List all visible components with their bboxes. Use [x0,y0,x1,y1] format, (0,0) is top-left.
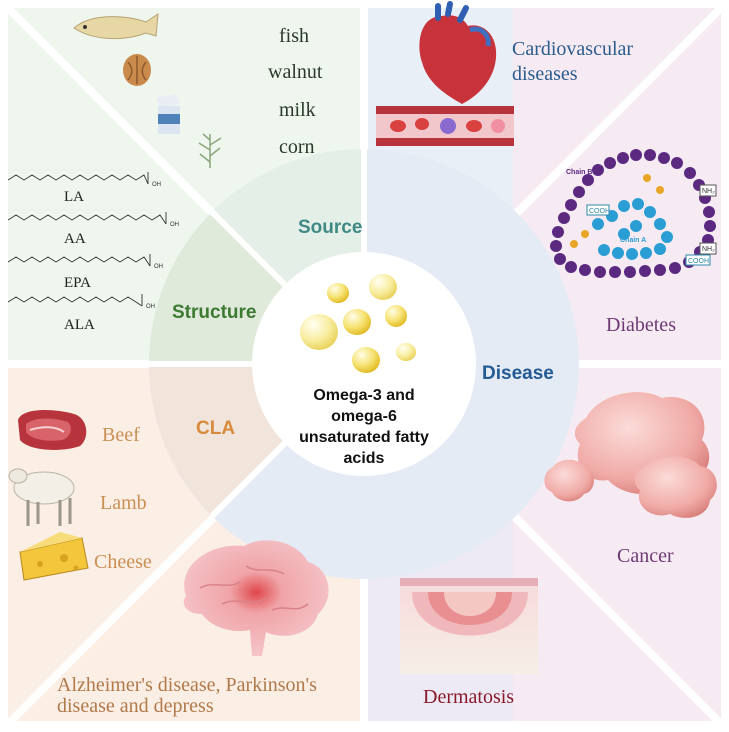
source-corn-icon [198,133,222,168]
diabetes-label: Diabetes [606,314,676,336]
source-item: corn [279,136,315,158]
neuro-line-2: disease and depress [57,695,214,717]
cla-list: Beef Lamb Cheese [94,424,152,573]
cooh-label-2: COOH [688,258,709,265]
skin-section-icon [400,578,538,674]
cla-item: Lamb [100,492,147,514]
chain-b-label: Chain B [566,169,592,176]
source-list: fish walnut milk corn [268,25,323,158]
cla-item: Cheese [94,551,152,573]
oh-label: OH [154,264,163,270]
structure-item: AA [64,231,86,247]
brain-icon [183,540,329,656]
oh-label: OH [170,222,179,228]
structure-item: LA [64,189,84,205]
cooh-label: COOH [589,208,610,215]
center-line-3: unsaturated fatty [299,429,429,446]
oil-drops-illustration [300,274,416,373]
beef-icon [18,410,87,450]
structure-oh-labels: OH OH OH OH [146,182,179,310]
nh2-label: NH₂ [702,188,715,195]
ring-label-cla: CLA [196,418,235,439]
structure-list: LA AA EPA ALA [64,189,95,333]
source-item: milk [279,99,316,121]
heart-icon [419,1,497,104]
neuro-line-1: Alzheimer's disease, Parkinson's [57,674,317,696]
nh2-label-2: NH₂ [702,246,715,253]
center-title: Omega-3 and omega-6 unsaturated fatty ac… [299,387,429,467]
ring-label-structure: Structure [172,302,256,323]
cancer-cells-icon [544,392,717,518]
structure-item: ALA [64,317,95,333]
insulin-illustration [550,149,717,278]
diabetes-sector-bg [513,8,721,363]
source-item: fish [279,25,309,47]
source-walnut-icon [123,54,151,86]
structure-chains [7,172,167,307]
cla-item: Beef [102,424,140,446]
center-line-1: Omega-3 and [313,387,414,404]
insulin-labels: Chain B Chain A COOH COOH NH₂ NH₂ [566,169,715,265]
dermatosis-label: Dermatosis [423,686,514,708]
cardio-line-1: Cardiovascular [512,38,633,60]
ring-label-source: Source [298,217,362,238]
cheese-icon [19,532,89,581]
neuro-label: Alzheimer's disease, Parkinson's disease… [57,674,317,717]
chain-a-label: Chain A [620,237,646,244]
cardio-label: Cardiovascular diseases [512,38,633,85]
cardio-line-2: diseases [512,63,578,85]
oh-label: OH [152,182,161,188]
source-item: walnut [268,61,323,83]
center-line-4: acids [344,450,385,467]
oh-label: OH [146,304,155,310]
lamb-icon [8,468,75,526]
cancer-label: Cancer [617,545,674,567]
structure-item: EPA [64,275,91,291]
source-milk-icon [156,94,180,134]
center-line-2: omega-6 [331,408,397,425]
source-fish-icon [73,13,159,40]
blood-vessel-icon [376,106,514,146]
ring-label-disease: Disease [482,363,554,384]
